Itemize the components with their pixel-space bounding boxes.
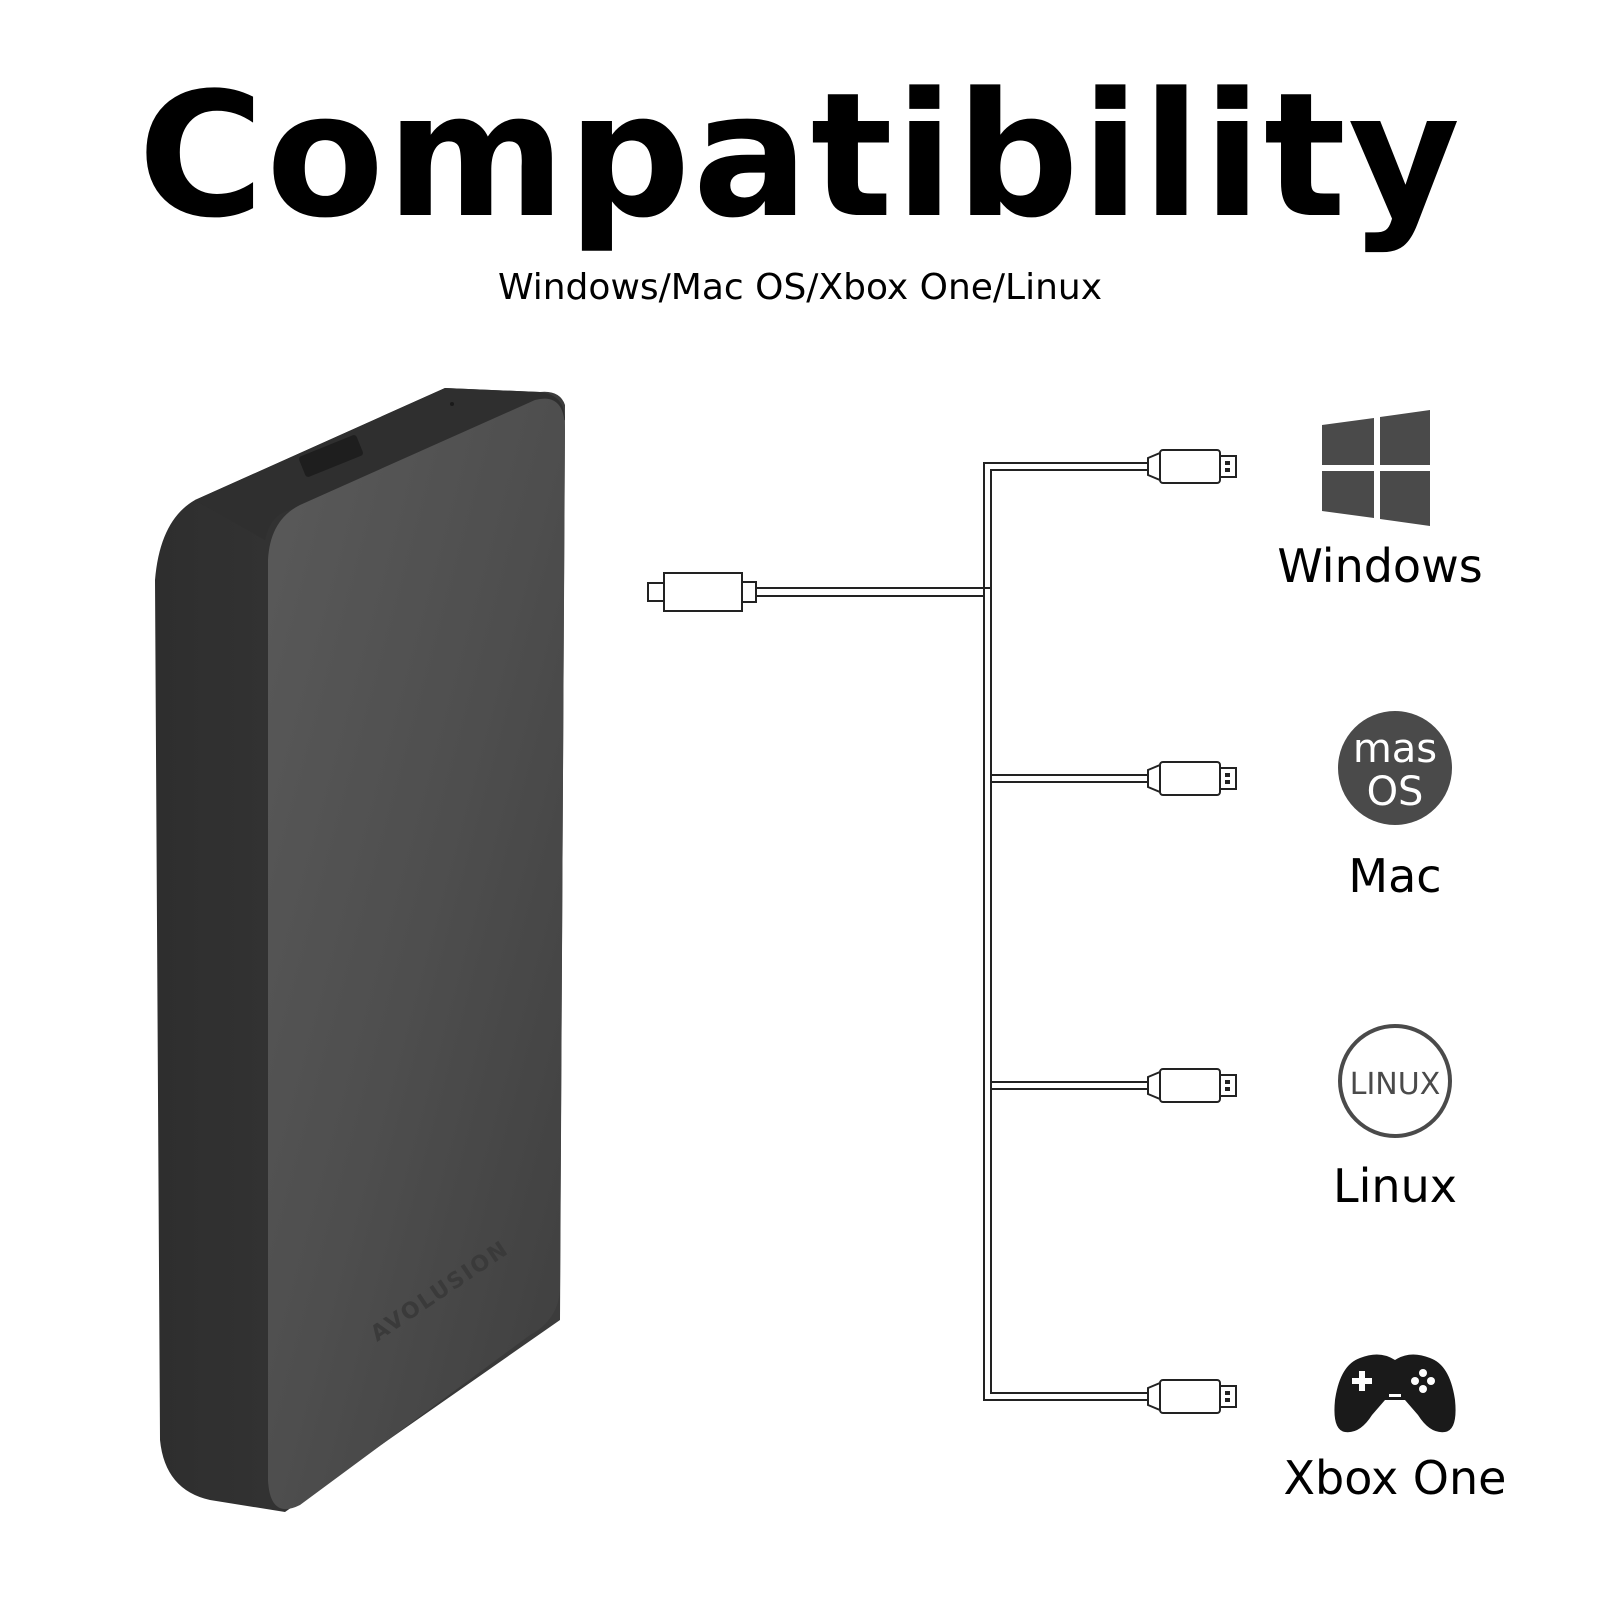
gamepad-icon xyxy=(1334,1354,1456,1433)
cable-trunk-right xyxy=(990,469,1160,588)
cable-trunk xyxy=(756,587,1160,1394)
windows-logo-icon xyxy=(1322,410,1430,526)
page-title: Compatibility xyxy=(137,55,1463,256)
usb-plug-linux xyxy=(1147,1068,1237,1103)
usb-plug-windows xyxy=(1147,449,1237,484)
mac-badge-line1: mas xyxy=(1353,726,1437,772)
page-subtitle: Windows/Mac OS/Xbox One/Linux xyxy=(497,267,1103,308)
mac-badge-line2: OS xyxy=(1367,769,1424,815)
os-label-xbox: Xbox One xyxy=(1283,1451,1507,1505)
cable-left-rail xyxy=(983,596,1160,1401)
linux-badge-text: LINUX xyxy=(1350,1067,1441,1102)
usb-plug-xbox xyxy=(1147,1379,1237,1414)
os-label-linux: Linux xyxy=(1333,1159,1457,1213)
os-label-mac: Mac xyxy=(1348,849,1442,903)
cable-trunk-inner xyxy=(756,462,1160,597)
source-connector-body xyxy=(663,572,743,612)
cable-branch-linux xyxy=(991,1081,1160,1090)
cable-branch-mac xyxy=(991,774,1160,783)
linux-badge-icon: LINUX xyxy=(1338,1024,1452,1138)
os-label-windows: Windows xyxy=(1277,539,1483,593)
drive-top-edge xyxy=(195,388,565,540)
usb-plug-mac xyxy=(1147,761,1237,796)
source-connector-strain xyxy=(741,581,757,603)
drive-face xyxy=(268,398,565,1510)
hard-drive-device: AVOLUSION xyxy=(155,388,565,1512)
source-connector-tip xyxy=(647,582,665,602)
led-indicator xyxy=(450,402,454,406)
mac-os-badge-icon: mas OS xyxy=(1338,711,1452,825)
cable-splitter xyxy=(647,449,1237,1414)
usb-port xyxy=(299,435,363,477)
